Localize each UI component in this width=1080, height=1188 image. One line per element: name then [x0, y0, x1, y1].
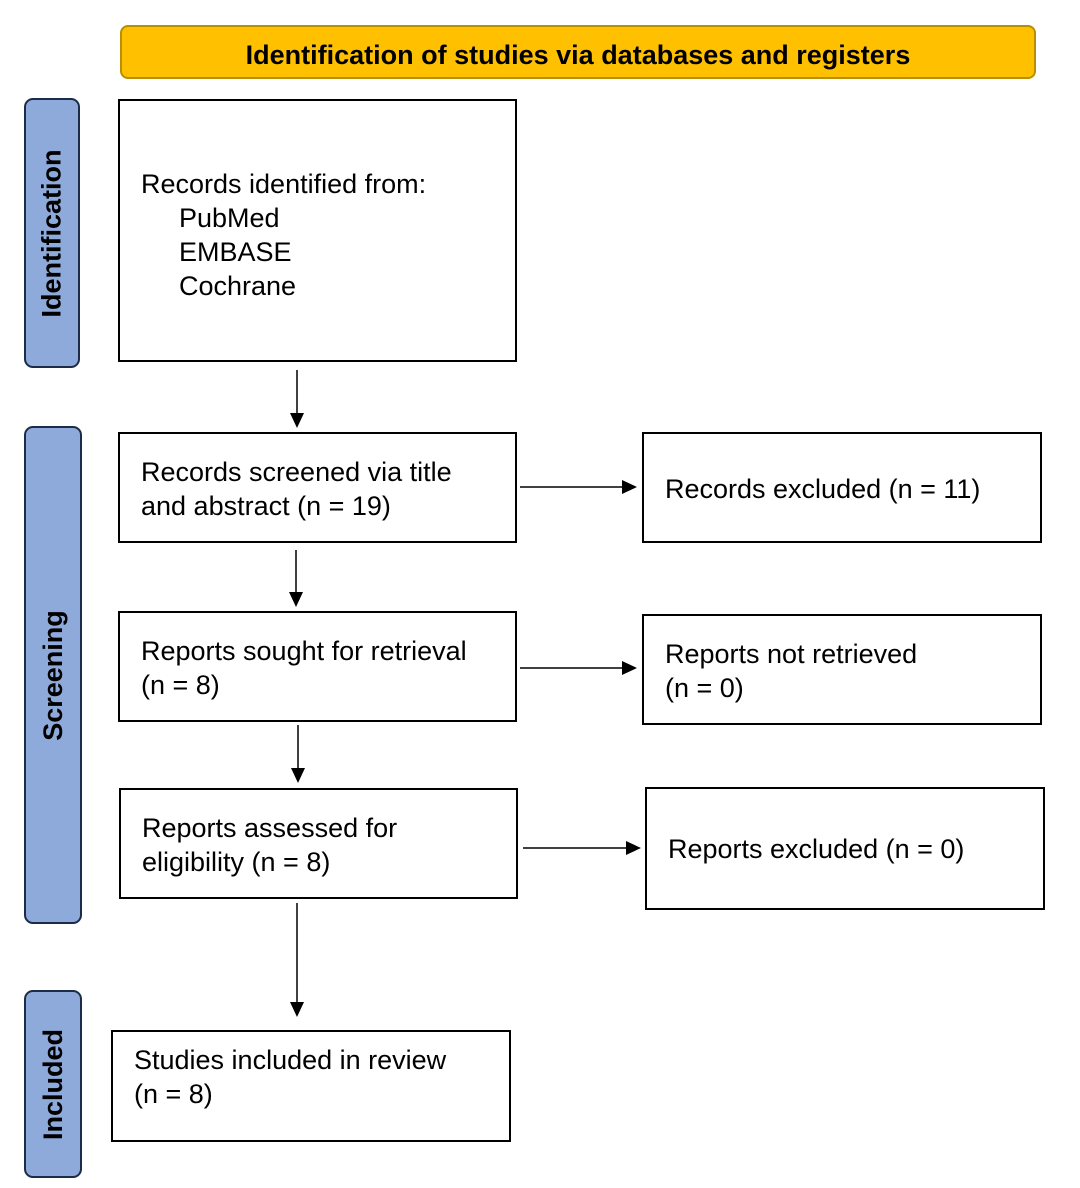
reports-assessed-line2: eligibility (n = 8): [142, 847, 331, 877]
arrow-sought-to-not-retrieved: [520, 661, 637, 675]
arrow-identified-to-screened: [290, 370, 304, 428]
source-cochrane: Cochrane: [179, 271, 297, 301]
header-title: Identification of studies via databases …: [245, 39, 911, 70]
phase-label-screening-text: Screening: [37, 609, 68, 741]
reports-excluded-line1: Reports excluded (n = 0): [668, 834, 965, 864]
arrow-screened-to-sought: [289, 550, 303, 607]
reports-assessed-line1: Reports assessed for: [142, 813, 398, 843]
phase-label-included-text: Included: [37, 1028, 68, 1140]
arrow-sought-to-assessed: [291, 725, 305, 783]
studies-included-line1: Studies included in review: [134, 1045, 447, 1075]
reports-sought-box: Reports sought for retrieval (n = 8): [118, 611, 517, 722]
records-excluded-line1: Records excluded (n = 11): [665, 474, 981, 504]
phase-label-identification-text: Identification: [36, 149, 67, 317]
studies-included-box: Studies included in review (n = 8): [111, 1030, 511, 1142]
reports-not-retrieved-line1: Reports not retrieved: [665, 639, 918, 669]
reports-sought-line2: (n = 8): [141, 670, 220, 700]
phase-label-screening: Screening: [24, 426, 82, 924]
reports-assessed-box: Reports assessed for eligibility (n = 8): [119, 788, 518, 899]
records-identified-box: Records identified from: PubMed EMBASE C…: [118, 99, 517, 362]
records-screened-line1: Records screened via title: [141, 457, 452, 487]
header-banner: Identification of studies via databases …: [120, 25, 1036, 79]
arrow-assessed-to-included: [290, 903, 304, 1017]
source-embase: EMBASE: [179, 237, 292, 267]
arrow-screened-to-excluded: [520, 480, 637, 494]
records-identified-intro: Records identified from:: [141, 169, 427, 199]
records-excluded-box: Records excluded (n = 11): [642, 432, 1042, 543]
reports-excluded-box: Reports excluded (n = 0): [645, 787, 1045, 910]
reports-not-retrieved-line2: (n = 0): [665, 673, 744, 703]
reports-not-retrieved-box: Reports not retrieved (n = 0): [642, 614, 1042, 725]
phase-label-included: Included: [24, 990, 82, 1178]
source-pubmed: PubMed: [179, 203, 280, 233]
reports-sought-line1: Reports sought for retrieval: [141, 636, 467, 666]
records-screened-box: Records screened via title and abstract …: [118, 432, 517, 543]
studies-included-line2: (n = 8): [134, 1079, 213, 1109]
phase-label-identification: Identification: [24, 98, 80, 368]
arrow-assessed-to-excluded: [523, 841, 641, 855]
records-screened-line2: and abstract (n = 19): [141, 491, 391, 521]
